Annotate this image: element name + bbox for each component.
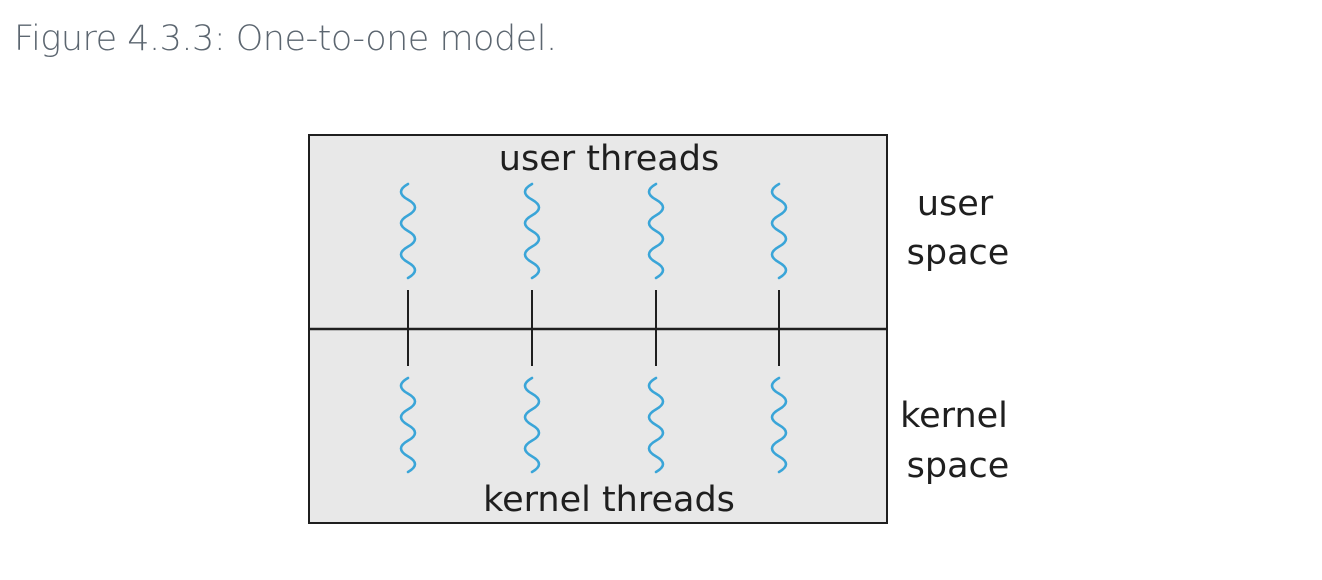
kernel-space-label-line2: space xyxy=(907,446,1010,486)
kernel-thread-3 xyxy=(647,376,665,474)
user-thread-2 xyxy=(523,182,541,280)
figure-caption: Figure 4.3.3: One-to-one model. xyxy=(14,19,557,59)
kernel-thread-1 xyxy=(399,376,417,474)
kernel-thread-4 xyxy=(770,376,788,474)
user-space-label-line2: space xyxy=(907,233,1010,273)
user-thread-4 xyxy=(770,182,788,280)
thread-pairs xyxy=(399,182,788,474)
user-thread-1 xyxy=(399,182,417,280)
kernel-space-label-line1: kernel xyxy=(900,396,1008,436)
kernel-threads-label: kernel threads xyxy=(483,480,735,520)
kernel-thread-2 xyxy=(523,376,541,474)
user-thread-3 xyxy=(647,182,665,280)
user-threads-label: user threads xyxy=(499,139,719,179)
user-space-label-line1: user xyxy=(917,184,994,224)
